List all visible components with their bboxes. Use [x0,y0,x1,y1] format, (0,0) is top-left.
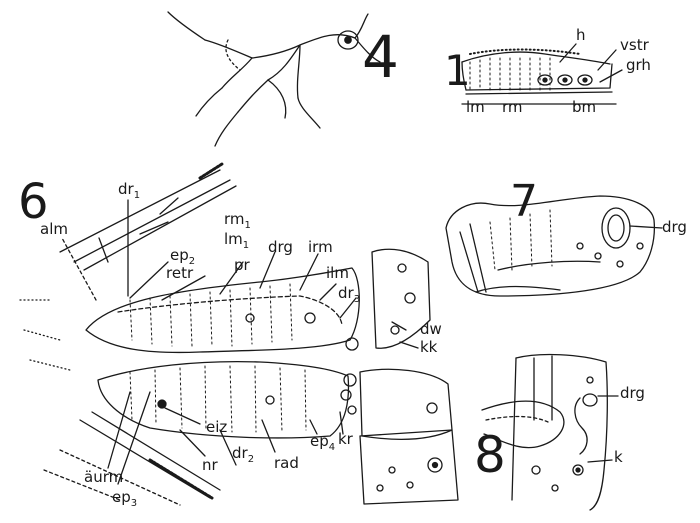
fig1-number: 1 [444,46,471,95]
fig8-label-k: k [614,448,623,466]
fig1-label-grh: grh [626,56,651,74]
fig1-label-lm: lm [466,98,485,116]
fig1-drawing [461,43,623,105]
fig6-label-rm1: rm1 [224,210,251,231]
fig6-label-ep2: ep2 [170,246,196,267]
fig6-label-rad: rad [274,454,299,472]
fig6-label-kr: kr [338,430,353,448]
fig6-label-kk: kk [420,338,438,356]
fig6-label-nr: nr [202,456,218,474]
fig1-label-vstr: vstr [620,36,649,54]
fig6-label-aurm: äurm [84,468,124,486]
fig8-drawing [481,353,619,511]
fig6-label-eiz: eiz [206,418,228,436]
fig6-label-ep3: ep3 [112,488,138,509]
fig8-number: 8 [474,426,506,484]
fig6-label-dr3: dr3 [338,284,361,305]
fig4-number: 4 [362,23,399,91]
fig6-label-dr2: dr2 [232,444,255,465]
fig6-label-pr: pr [234,256,250,274]
fig6-label-lm1: lm1 [224,230,250,251]
fig6-label-ep4: ep4 [310,432,336,453]
fig6-label-alm: alm [40,220,68,238]
fig4-drawing [167,11,381,147]
fig6-drawing [19,162,459,506]
fig8-label-drg: drg [620,384,645,402]
fig1-label-rm: rm [502,98,523,116]
fig6-label-retr: retr [166,264,194,282]
fig6-label-irm: irm [308,238,333,256]
fig6-label-ilm: ilm [326,264,349,282]
fig7-number: 7 [510,176,538,227]
fig6-label-dr1: dr1 [118,180,141,201]
fig1-label-h: h [576,26,586,44]
fig6-number: 6 [18,174,49,230]
fig6-label-dw: dw [420,320,442,338]
fig1-label-bm: bm [572,98,597,116]
fig7-drawing [445,195,663,297]
fig6-label-drg: drg [268,238,293,256]
fig7-label-drg: drg [662,218,687,236]
